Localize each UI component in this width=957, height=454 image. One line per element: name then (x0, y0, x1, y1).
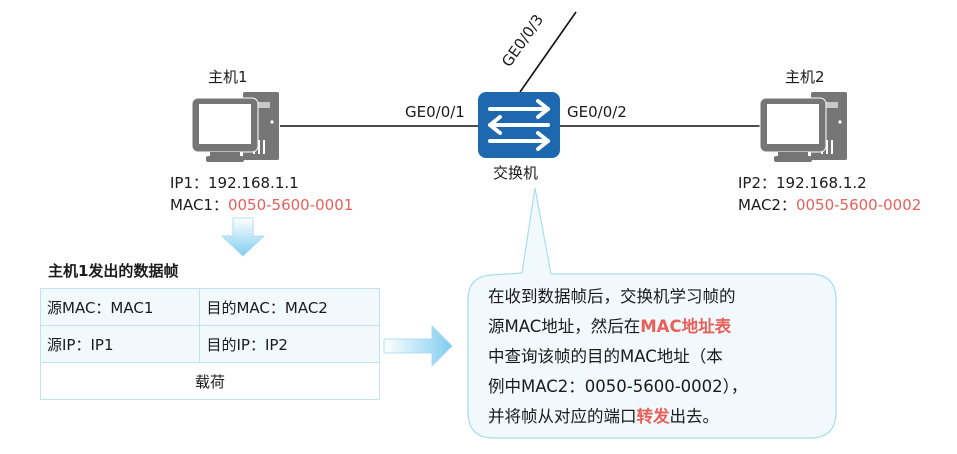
host2-ip: IP2：192.168.1.2 (738, 172, 867, 193)
host2-mac-label: MAC2： (738, 196, 796, 214)
bubble-line: 例中MAC2：0050-5600-0002）， (488, 377, 748, 396)
bubble-line: 并将帧从对应的端口转发出去。 (488, 402, 828, 432)
bubble-line: 中查询该帧的目的MAC地址（本 (488, 347, 723, 366)
bubble-text: 在收到数据帧后，交换机学习帧的 源MAC地址，然后在MAC地址表 中查询该帧的目… (488, 282, 828, 432)
host2-ip-value: 192.168.1.2 (776, 174, 867, 192)
src-ip-cell: 源IP：IP1 (39, 325, 201, 363)
host1-ip-value: 192.168.1.1 (208, 174, 299, 192)
forward-highlight: 转发 (636, 407, 670, 426)
payload-cell: 载荷 (40, 362, 380, 400)
host1-mac-label: MAC1： (170, 196, 228, 214)
link-switch-ge003 (519, 11, 577, 93)
dst-ip-cell: 目的IP：IP2 (199, 325, 380, 363)
switch-name: 交换机 (493, 164, 539, 182)
speech-bubble (467, 187, 837, 439)
src-mac-cell: 源MAC：MAC1 (39, 288, 201, 326)
host2-mac-value: 0050-5600-0002 (795, 196, 922, 214)
host2-name: 主机2 (785, 68, 825, 86)
host2-ip-label: IP2： (738, 174, 777, 192)
pc-icon-host2 (759, 92, 847, 162)
right-arrow-icon (383, 325, 453, 367)
bubble-text-segment: 并将帧从对应的端口 (488, 407, 637, 426)
pc-icon-host1 (191, 92, 279, 162)
bubble-text-segment: 出去。 (669, 407, 720, 426)
mac-table-highlight: MAC地址表 (640, 317, 732, 336)
host2-mac: MAC2：0050-5600-0002 (738, 194, 921, 215)
host1-mac-value: 0050-5600-0001 (227, 196, 354, 214)
down-arrow-icon (221, 217, 265, 257)
table-row: 源MAC：MAC1 目的MAC：MAC2 (39, 288, 380, 326)
bubble-line: 在收到数据帧后，交换机学习帧的 (488, 287, 736, 306)
table-row: 源IP：IP1 目的IP：IP2 (39, 325, 380, 363)
port-label-ge002: GE0/0/2 (567, 103, 627, 121)
frame-title: 主机1发出的数据帧 (48, 262, 179, 280)
host1-ip-label: IP1： (170, 174, 209, 192)
table-row: 载荷 (40, 362, 380, 400)
port-label-ge001: GE0/0/1 (405, 103, 465, 121)
host1-name: 主机1 (208, 68, 248, 86)
bubble-line: 源MAC地址，然后在MAC地址表 (488, 312, 828, 342)
host1-mac: MAC1：0050-5600-0001 (170, 194, 353, 215)
switch-icon (478, 92, 560, 158)
host1-ip: IP1：192.168.1.1 (170, 172, 299, 193)
bubble-text-segment: 源MAC地址，然后在 (488, 317, 641, 336)
dst-mac-cell: 目的MAC：MAC2 (199, 288, 380, 326)
data-frame-table: 源MAC：MAC1 目的MAC：MAC2 源IP：IP1 目的IP：IP2 载荷 (39, 288, 380, 400)
